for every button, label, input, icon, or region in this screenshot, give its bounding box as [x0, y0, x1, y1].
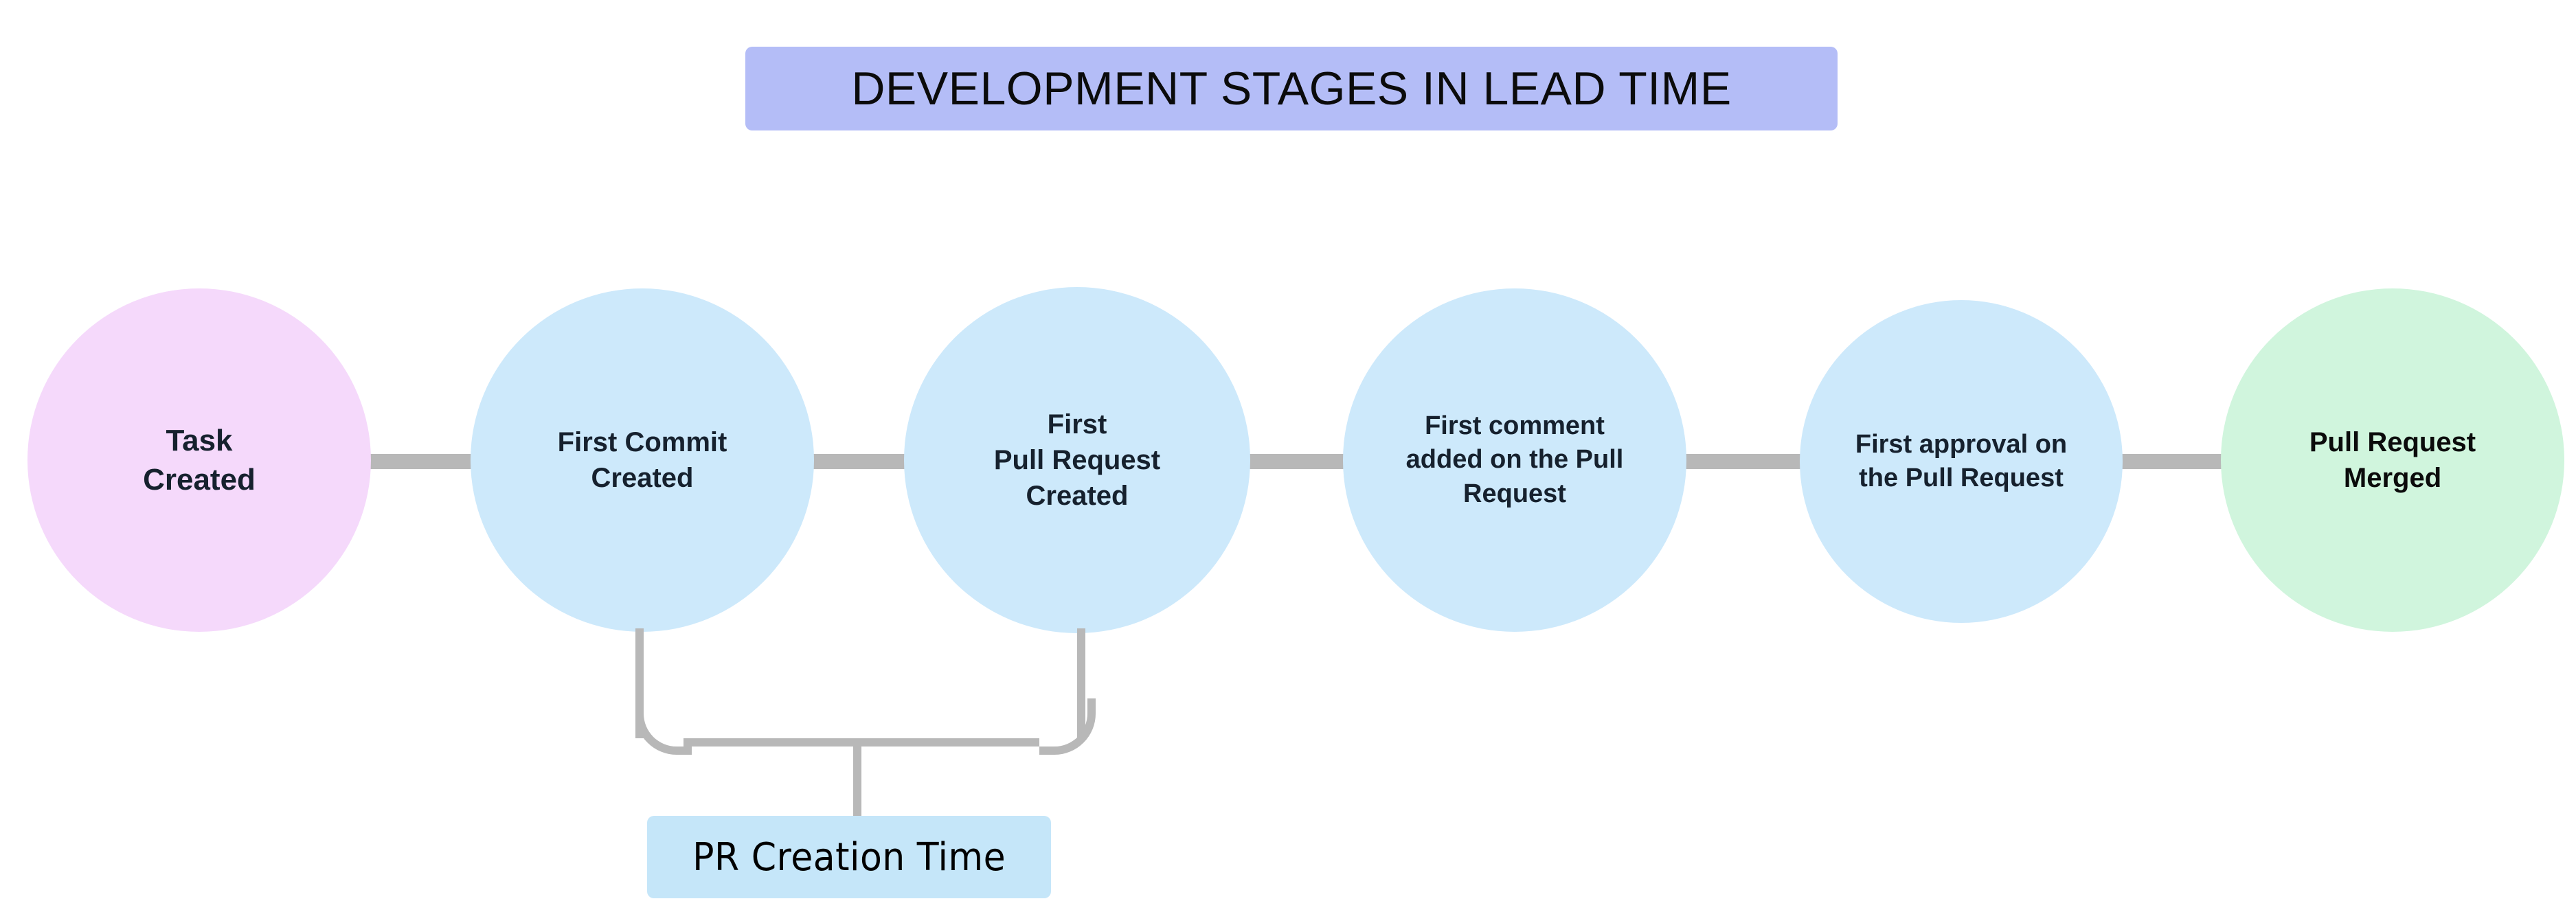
- stage-task-created[interactable]: Task Created: [27, 288, 371, 632]
- connector-commit-to-pr: [805, 454, 912, 469]
- diagram-title-banner: DEVELOPMENT STAGES IN LEAD TIME: [745, 47, 1838, 130]
- bracket-bottom-bar: [683, 738, 1039, 747]
- annotation-pr-creation-time[interactable]: PR Creation Time: [647, 816, 1051, 898]
- connector-pr-to-comment: [1241, 454, 1351, 469]
- stage-label-first-pull-request-created: First Pull Request Created: [993, 409, 1161, 511]
- stage-first-pull-request-created[interactable]: First Pull Request Created: [904, 287, 1250, 633]
- stage-label-first-approval-on-pull-request: First approval on the Pull Request: [1855, 429, 2068, 492]
- connector-comment-to-approval: [1676, 454, 1807, 469]
- stage-pull-request-merged[interactable]: Pull Request Merged: [2221, 288, 2564, 632]
- page-title: DEVELOPMENT STAGES IN LEAD TIME: [851, 62, 1732, 115]
- annotation-label-pr-creation-time: PR Creation Time: [692, 834, 1006, 880]
- stage-first-approval-on-pull-request[interactable]: First approval on the Pull Request: [1800, 300, 2123, 623]
- connector-approval-to-merged: [2116, 454, 2228, 469]
- connector-task-to-commit: [359, 454, 484, 469]
- stage-label-first-comment-on-pull-request: First comment added on the Pull Request: [1405, 411, 1624, 508]
- stage-first-commit-created[interactable]: First Commit Created: [471, 288, 814, 632]
- bracket-drop-stub: [853, 738, 861, 817]
- stage-first-comment-on-pull-request[interactable]: First comment added on the Pull Request: [1343, 288, 1686, 632]
- stage-label-first-commit-created: First Commit Created: [557, 427, 727, 493]
- stage-label-pull-request-merged: Pull Request Merged: [2309, 427, 2476, 493]
- stage-label-task-created: Task Created: [143, 423, 256, 497]
- bracket-corner-right: [1039, 698, 1096, 755]
